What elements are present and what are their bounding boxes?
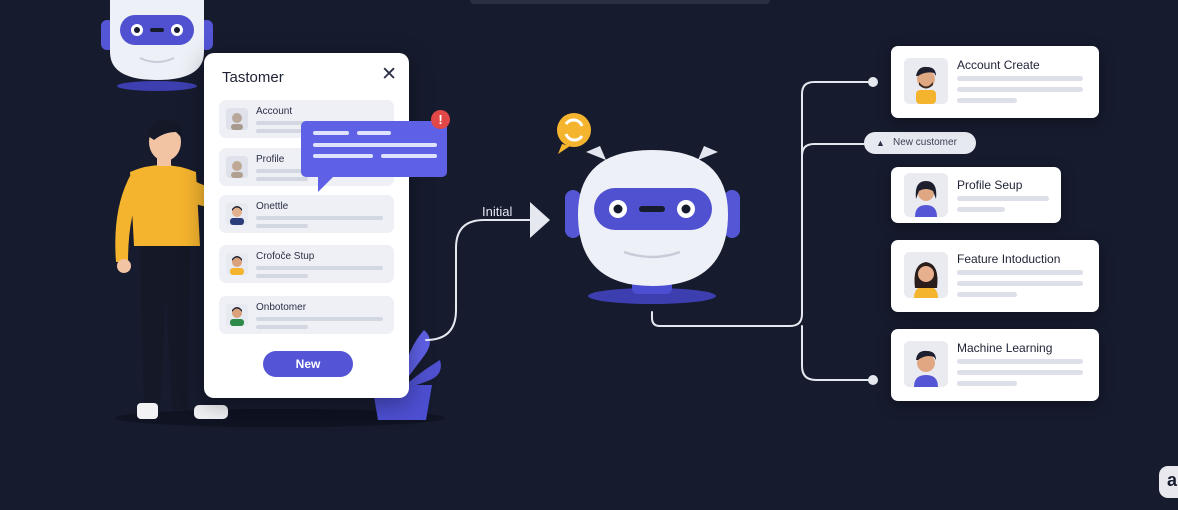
placeholder-line [256,224,308,228]
avatar [226,253,248,275]
connector-node [868,375,878,385]
placeholder-line [256,129,308,133]
placeholder-line [256,266,383,270]
placeholder-line [256,317,383,321]
list-item-label: Crofoče Stup [256,251,315,262]
placeholder-line [957,98,1017,103]
cropped-title [470,0,770,4]
placeholder-line [957,359,1083,364]
card-feature-introduction[interactable]: Feature Intoduction [891,240,1099,312]
placeholder-line [957,270,1083,275]
card-account-create[interactable]: Account Create [891,46,1099,118]
connector-node [868,77,878,87]
chat-bubble [301,121,447,177]
avatar [904,341,948,387]
placeholder-line [957,381,1017,386]
chat-bubble-tail [318,176,334,192]
placeholder-line [256,216,383,220]
avatar [226,304,248,326]
avatar [226,108,248,130]
placeholder-line [957,207,1005,212]
card-title: Machine Learning [957,341,1053,355]
connector-lines [425,81,873,381]
placeholder-line [256,325,308,329]
card-title: Profile Seup [957,178,1023,192]
placeholder-line [957,370,1083,375]
bubble-line [381,154,437,158]
card-profile-setup[interactable]: Profile Seup [891,167,1061,223]
close-icon[interactable]: ✕ [381,64,397,85]
new-button[interactable]: New [263,351,353,377]
placeholder-line [957,196,1049,201]
bubble-line [357,131,391,135]
robot-main-icon [565,146,740,304]
alert-icon: ! [431,110,450,129]
avatar [904,58,948,104]
card-title: Account Create [957,58,1040,72]
list-item-onettle[interactable]: Onettle [219,195,394,233]
robot-small-icon [101,0,213,91]
bubble-line [313,143,437,147]
avatar [226,156,248,178]
placeholder-line [957,281,1083,286]
avatar [904,173,948,217]
tag-icon: ▲ [876,138,885,148]
bubble-line [313,154,373,158]
avatar [904,252,948,298]
placeholder-line [256,177,308,181]
card-machine-learning[interactable]: Machine Learning [891,329,1099,401]
panel-title: Tastomer [222,69,284,86]
placeholder-line [957,292,1017,297]
card-title: Feature Intoduction [957,252,1061,266]
list-item-onbotomer[interactable]: Onbotomer [219,296,394,334]
tag-label: New customer [893,137,957,148]
placeholder-line [957,76,1083,81]
initial-label: Initial [482,204,513,219]
list-item-crofoce-stup[interactable]: Crofoče Stup [219,245,394,283]
placeholder-line [957,87,1083,92]
list-item-label: Profile [256,154,285,165]
list-item-label: Account [256,106,293,117]
bubble-line [313,131,349,135]
customer-panel: Tastomer ✕ Account Profile Onettle Crofo… [204,53,409,398]
list-item-label: Onbotomer [256,302,307,313]
avatar [226,203,248,225]
arrow-right-icon [530,202,550,238]
list-item-label: Onettle [256,201,289,212]
new-customer-tag[interactable]: ▲ New customer [864,132,976,154]
placeholder-line [256,274,308,278]
assistant-launcher-button[interactable]: a [1159,466,1178,498]
launcher-glyph: a [1167,470,1178,490]
sync-icon [557,113,591,154]
